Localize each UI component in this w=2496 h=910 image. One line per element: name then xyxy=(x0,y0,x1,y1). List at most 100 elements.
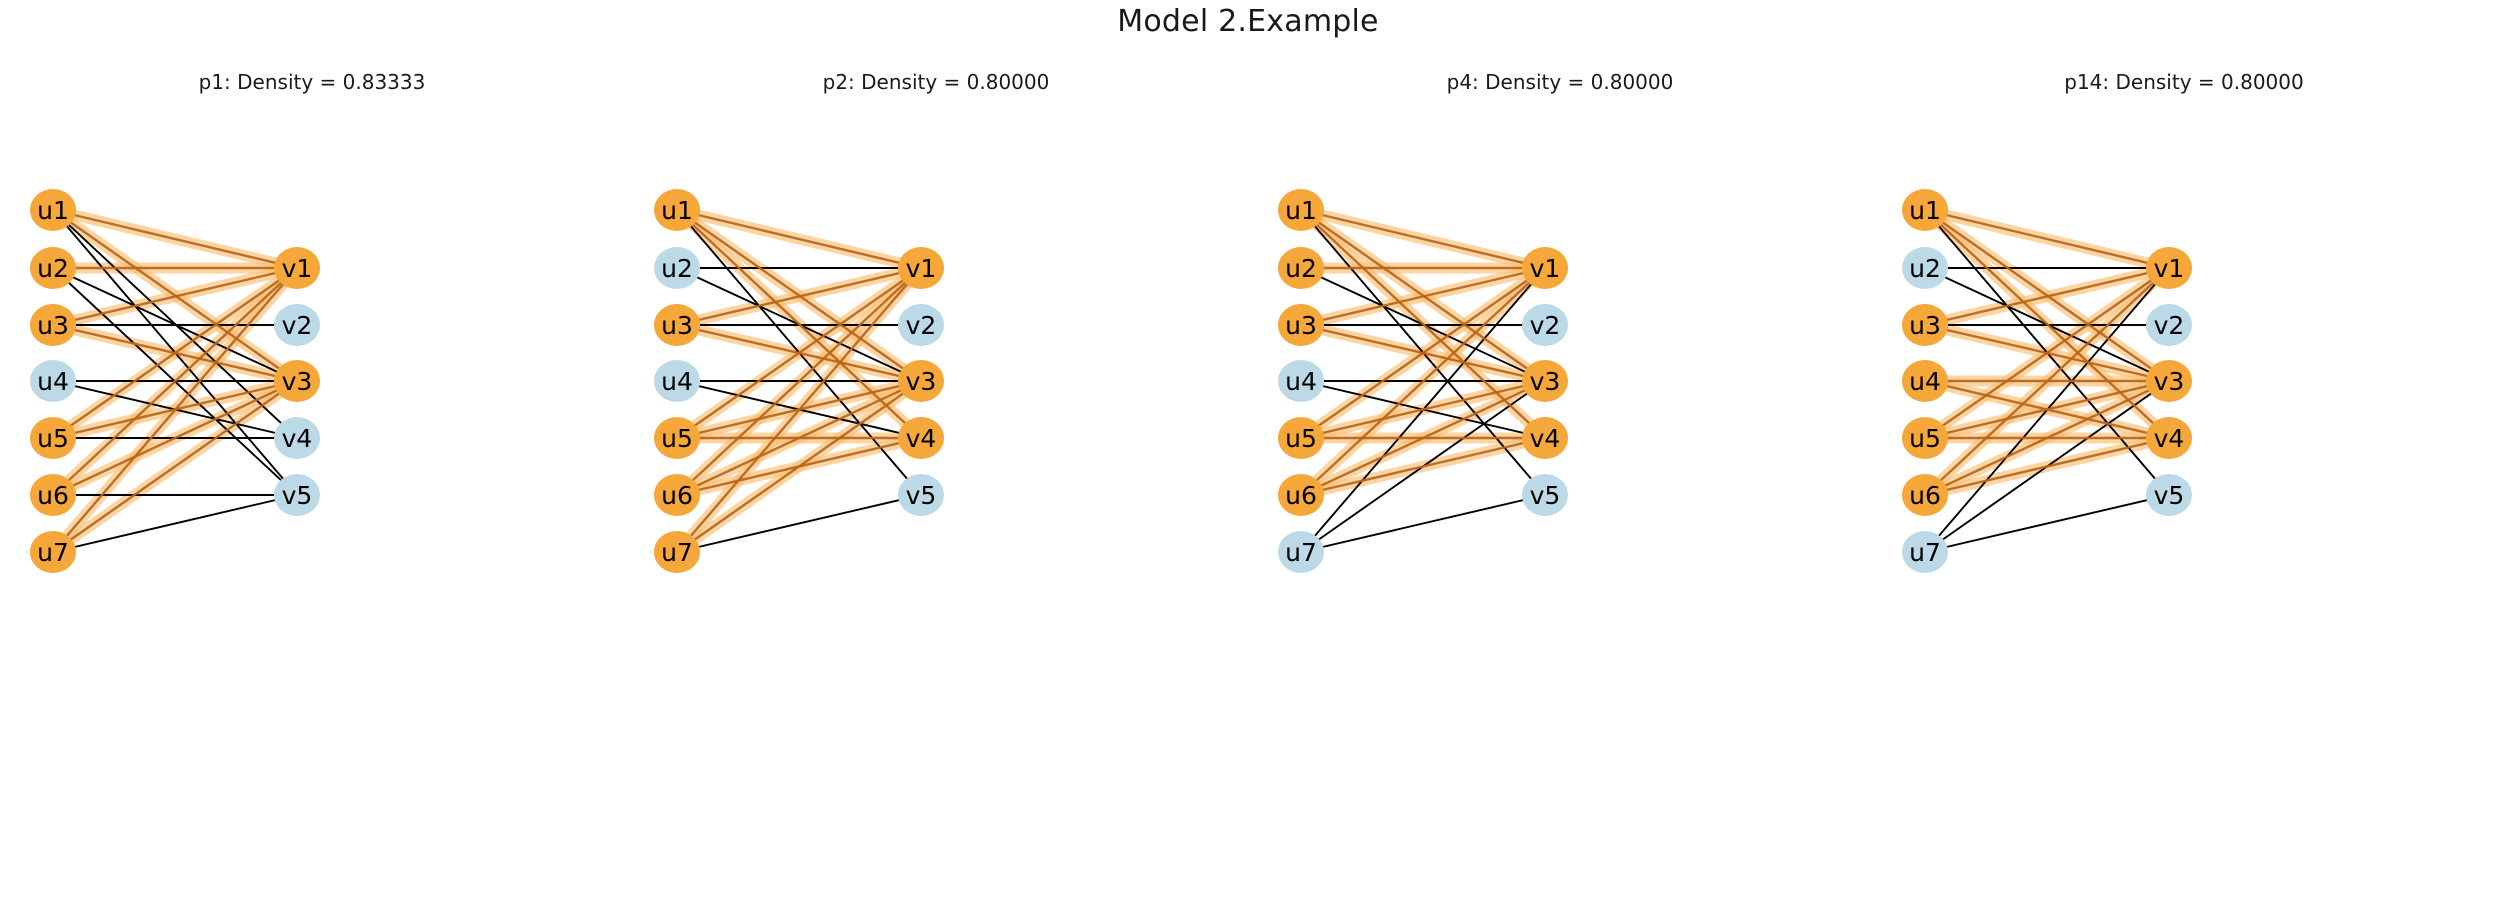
node-left-u3-p1[interactable]: u3 xyxy=(30,304,76,346)
node-label-u5: u5 xyxy=(1285,423,1317,453)
node-label-u7: u7 xyxy=(661,537,693,567)
node-right-v4-p4[interactable]: v4 xyxy=(1522,417,1568,459)
node-left-u3-p4[interactable]: u3 xyxy=(1278,304,1324,346)
edge-core-u6-v4 xyxy=(1299,436,1547,497)
node-right-v3-p1[interactable]: v3 xyxy=(274,360,320,402)
edge-core-u6-v3 xyxy=(51,379,299,497)
node-label-u3: u3 xyxy=(1909,310,1941,340)
node-label-u2: u2 xyxy=(37,253,69,283)
node-label-v4: v4 xyxy=(281,423,313,453)
edge-core-u1-v1 xyxy=(1923,208,2171,270)
node-left-u6-p1[interactable]: u6 xyxy=(30,474,76,516)
node-left-u5-p4[interactable]: u5 xyxy=(1278,417,1324,459)
node-right-v2-p14[interactable]: v2 xyxy=(2146,304,2192,346)
node-left-u6-p4[interactable]: u6 xyxy=(1278,474,1324,516)
edge-u7-v5 xyxy=(1300,494,1546,553)
node-label-u5: u5 xyxy=(1909,423,1941,453)
node-label-v1: v1 xyxy=(905,253,937,283)
node-label-u2: u2 xyxy=(661,253,693,283)
node-label-v5: v5 xyxy=(1529,480,1561,510)
node-label-v2: v2 xyxy=(281,310,313,340)
node-label-v2: v2 xyxy=(905,310,937,340)
node-right-v4-p14[interactable]: v4 xyxy=(2146,417,2192,459)
node-left-u4-p2[interactable]: u4 xyxy=(654,360,700,402)
node-label-u4: u4 xyxy=(1285,366,1317,396)
edge-core-u6-v3 xyxy=(1923,379,2171,497)
edge-core-u5-v1 xyxy=(51,266,299,440)
edge-core-u6-v3 xyxy=(675,379,923,497)
node-left-u3-p2[interactable]: u3 xyxy=(654,304,700,346)
node-left-u5-p1[interactable]: u5 xyxy=(30,417,76,459)
node-right-v2-p4[interactable]: v2 xyxy=(1522,304,1568,346)
node-left-u2-p4[interactable]: u2 xyxy=(1278,247,1324,289)
node-right-v3-p2[interactable]: v3 xyxy=(898,360,944,402)
edge-core-u3-v1 xyxy=(1299,266,1547,327)
node-left-u5-p2[interactable]: u5 xyxy=(654,417,700,459)
node-right-v2-p1[interactable]: v2 xyxy=(274,304,320,346)
node-label-u4: u4 xyxy=(661,366,693,396)
node-right-v2-p2[interactable]: v2 xyxy=(898,304,944,346)
node-right-v1-p14[interactable]: v1 xyxy=(2146,247,2192,289)
node-right-v5-p4[interactable]: v5 xyxy=(1522,474,1568,516)
node-left-u1-p14[interactable]: u1 xyxy=(1902,189,1948,231)
edge-core-u5-v1 xyxy=(1299,266,1547,440)
edge-core-u3-v1 xyxy=(1923,266,2171,327)
node-right-v4-p1[interactable]: v4 xyxy=(274,417,320,459)
node-label-u5: u5 xyxy=(661,423,693,453)
node-left-u4-p14[interactable]: u4 xyxy=(1902,360,1948,402)
node-left-u2-p14[interactable]: u2 xyxy=(1902,247,1948,289)
node-right-v5-p1[interactable]: v5 xyxy=(274,474,320,516)
node-left-u7-p4[interactable]: u7 xyxy=(1278,531,1324,573)
node-right-v5-p14[interactable]: v5 xyxy=(2146,474,2192,516)
node-left-u5-p14[interactable]: u5 xyxy=(1902,417,1948,459)
node-label-u7: u7 xyxy=(37,537,69,567)
node-label-u4: u4 xyxy=(37,366,69,396)
edge-core-u6-v1 xyxy=(1923,266,2171,497)
node-right-v3-p14[interactable]: v3 xyxy=(2146,360,2192,402)
edge-core-u1-v1 xyxy=(1299,208,1547,270)
edge-core-u7-v3 xyxy=(51,379,299,554)
edge-core-u5-v3 xyxy=(1299,379,1547,440)
node-right-v1-p2[interactable]: v1 xyxy=(898,247,944,289)
edge-core-u6-v4 xyxy=(1923,436,2171,497)
node-label-u6: u6 xyxy=(1909,480,1941,510)
node-right-v5-p2[interactable]: v5 xyxy=(898,474,944,516)
node-left-u6-p14[interactable]: u6 xyxy=(1902,474,1948,516)
node-left-u2-p1[interactable]: u2 xyxy=(30,247,76,289)
node-label-v5: v5 xyxy=(905,480,937,510)
node-left-u7-p2[interactable]: u7 xyxy=(654,531,700,573)
node-left-u6-p2[interactable]: u6 xyxy=(654,474,700,516)
node-left-u7-p1[interactable]: u7 xyxy=(30,531,76,573)
node-right-v1-p1[interactable]: v1 xyxy=(274,247,320,289)
figure-title: Model 2.Example xyxy=(1117,4,1379,39)
edge-layer-p1 xyxy=(47,204,303,558)
node-label-v3: v3 xyxy=(1529,366,1561,396)
node-right-v3-p4[interactable]: v3 xyxy=(1522,360,1568,402)
edge-core-u3-v1 xyxy=(51,266,299,327)
edge-core-u6-v1 xyxy=(675,266,923,497)
node-label-u3: u3 xyxy=(37,310,69,340)
node-left-u4-p1[interactable]: u4 xyxy=(30,360,76,402)
node-left-u2-p2[interactable]: u2 xyxy=(654,247,700,289)
node-left-u1-p1[interactable]: u1 xyxy=(30,189,76,231)
panel-title-p14: p14: Density = 0.80000 xyxy=(2064,70,2304,94)
node-right-v1-p4[interactable]: v1 xyxy=(1522,247,1568,289)
node-label-v5: v5 xyxy=(2153,480,2185,510)
node-left-u3-p14[interactable]: u3 xyxy=(1902,304,1948,346)
node-left-u4-p4[interactable]: u4 xyxy=(1278,360,1324,402)
edge-core-u6-v1 xyxy=(51,266,299,497)
edge-core-u1-v1 xyxy=(51,208,299,270)
node-label-u6: u6 xyxy=(661,480,693,510)
node-label-v4: v4 xyxy=(2153,423,2185,453)
node-left-u1-p4[interactable]: u1 xyxy=(1278,189,1324,231)
node-left-u1-p2[interactable]: u1 xyxy=(654,189,700,231)
node-right-v4-p2[interactable]: v4 xyxy=(898,417,944,459)
edge-layer-p4 xyxy=(1295,204,1551,553)
node-label-v1: v1 xyxy=(2153,253,2185,283)
node-left-u7-p14[interactable]: u7 xyxy=(1902,531,1948,573)
node-label-v3: v3 xyxy=(905,366,937,396)
edge-u7-v5 xyxy=(676,494,922,553)
